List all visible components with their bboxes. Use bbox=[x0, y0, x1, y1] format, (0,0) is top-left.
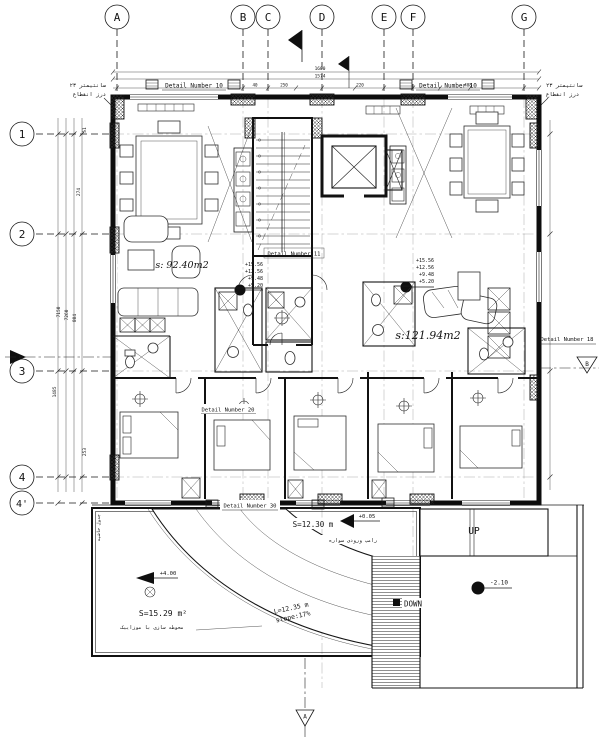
dim-seg-c: 220 bbox=[356, 83, 364, 88]
level-right-2: +12.56 bbox=[416, 265, 434, 271]
grid-row-label-3: 3 bbox=[19, 365, 26, 378]
grid-row-label-1: 1 bbox=[19, 128, 26, 141]
level-right-1: +15.56 bbox=[416, 258, 434, 264]
section-flag-top bbox=[288, 30, 350, 88]
ceiling-symbols bbox=[132, 390, 486, 414]
grid-column-label-b: B bbox=[240, 11, 247, 24]
down-marker: DOWN bbox=[393, 598, 436, 609]
walkway-area-label: S=12.30 m bbox=[293, 520, 334, 529]
walkway-level: +0.05 bbox=[359, 514, 376, 520]
dim-seg-d: 408 bbox=[464, 83, 472, 88]
bathrooms-center bbox=[214, 281, 526, 375]
ramp-bottom-level-marker: -2.10 bbox=[471, 580, 512, 595]
sofa-left bbox=[117, 287, 199, 317]
grid-row-label-2: 2 bbox=[19, 228, 26, 241]
ramp-bottom-level: -2.10 bbox=[490, 580, 508, 587]
grid-column-label-d: D bbox=[319, 11, 326, 24]
right-unit: s:121.94m2 bbox=[365, 105, 525, 359]
down-label: DOWN bbox=[404, 600, 422, 609]
level-left-3: +9.48 bbox=[248, 276, 263, 282]
joint-note-right-name: درز انقطاع bbox=[546, 92, 579, 98]
shoe-cabinet bbox=[119, 317, 166, 333]
stair-core bbox=[252, 117, 313, 257]
dim-left-g: 253 bbox=[82, 448, 88, 456]
yard-level: +4.00 bbox=[160, 571, 177, 577]
bed-2 bbox=[213, 419, 271, 471]
dining-table-left bbox=[119, 120, 219, 240]
dim-left-e: 804 bbox=[72, 314, 78, 322]
dim-left-f: 1485 bbox=[52, 386, 58, 397]
dimension-lines: 1600 1574 40 250 220 408 51 274 7150 726… bbox=[52, 66, 553, 506]
bedrooms: Detail Number 20 bbox=[113, 372, 539, 499]
kitchen-right bbox=[389, 107, 453, 239]
dim-top-total: 1600 bbox=[315, 66, 326, 72]
grid-column-label-f: F bbox=[410, 11, 417, 24]
walkway-note: رامپ ورودی سواره bbox=[329, 538, 377, 544]
grid-column-label-g: G bbox=[521, 11, 528, 24]
dim-left-a: 51 bbox=[82, 127, 88, 133]
grid-row-label-4p: 4' bbox=[16, 499, 28, 510]
level-right-3: +9.48 bbox=[419, 272, 434, 278]
detail-20-label: Detail Number 20 bbox=[202, 408, 255, 414]
section-letter-bottom: A bbox=[303, 714, 307, 721]
bed-1 bbox=[119, 411, 179, 459]
joint-note-left-size: ۲۳ سانتیمتر bbox=[70, 83, 107, 89]
detail-18-label: Detail Number 18 bbox=[541, 337, 594, 343]
section-letter-right: B bbox=[585, 361, 589, 368]
grid-column-label-e: E bbox=[381, 11, 388, 24]
joint-note-right-size: ۲۳ سانتیمتر bbox=[546, 83, 583, 89]
grid-column-label-c: C bbox=[265, 11, 272, 24]
bed-5 bbox=[459, 425, 523, 469]
section-marker-bottom: A bbox=[295, 658, 315, 738]
dim-left-c: 7150 bbox=[56, 306, 62, 317]
dim-left-b: 274 bbox=[76, 188, 82, 196]
detail-callouts-top: Detail Number 10 Detail Number 10 bbox=[145, 79, 495, 91]
level-left-2: +12.56 bbox=[245, 269, 263, 275]
level-right-4: +5.20 bbox=[419, 279, 434, 285]
bed-3 bbox=[293, 415, 347, 471]
bathroom-left bbox=[112, 335, 171, 379]
detail-10-left-label: Detail Number 10 bbox=[165, 83, 223, 90]
detail-11-label: Detail Number 11 bbox=[268, 252, 321, 258]
level-left-1: +15.56 bbox=[245, 262, 263, 268]
yard-level-marker: +4.00 bbox=[136, 571, 178, 598]
dim-left-d: 7260 bbox=[64, 309, 70, 320]
joint-note-left-name: درز انقطاع bbox=[73, 92, 106, 98]
level-stack-left: +15.56 +12.56 +9.48 +5.20 bbox=[234, 262, 263, 296]
level-left-4: +5.20 bbox=[248, 283, 263, 289]
yard-note: محوطه سازی با موزاییک bbox=[119, 625, 183, 631]
grid-row-label-4: 4 bbox=[19, 471, 26, 484]
up-label: UP bbox=[468, 526, 480, 537]
bed-4 bbox=[377, 423, 435, 473]
kitchen-left bbox=[207, 125, 253, 243]
dim-top-inner: 1574 bbox=[315, 74, 326, 80]
grid-column-label-a: A bbox=[114, 11, 121, 24]
dim-seg-b: 250 bbox=[280, 83, 288, 88]
dining-table-right bbox=[449, 111, 525, 213]
left-unit: s: 92.40m2 bbox=[112, 103, 253, 379]
area-label-right-unit: s:121.94m2 bbox=[395, 329, 460, 342]
detail-10-right-label: Detail Number 10 bbox=[419, 83, 477, 90]
structural-columns bbox=[109, 93, 540, 505]
detail-30-label: Detail Number 30 bbox=[224, 504, 277, 510]
section-marker-right: B bbox=[540, 356, 599, 374]
level-stack-right: +15.56 +12.56 +9.48 +5.20 bbox=[400, 258, 434, 293]
detail-18-callout: Detail Number 18 bbox=[540, 337, 596, 345]
dim-seg-a: 40 bbox=[252, 83, 258, 88]
area-label-left-unit: s: 92.40m2 bbox=[155, 260, 208, 271]
yard-area-label: S=15.29 m² bbox=[139, 609, 187, 618]
edge-note: جدول حاشیه bbox=[97, 514, 102, 541]
yard-ramp: Detail Number 30 S=12.30 m +0.05 رامپ ور… bbox=[91, 497, 584, 738]
